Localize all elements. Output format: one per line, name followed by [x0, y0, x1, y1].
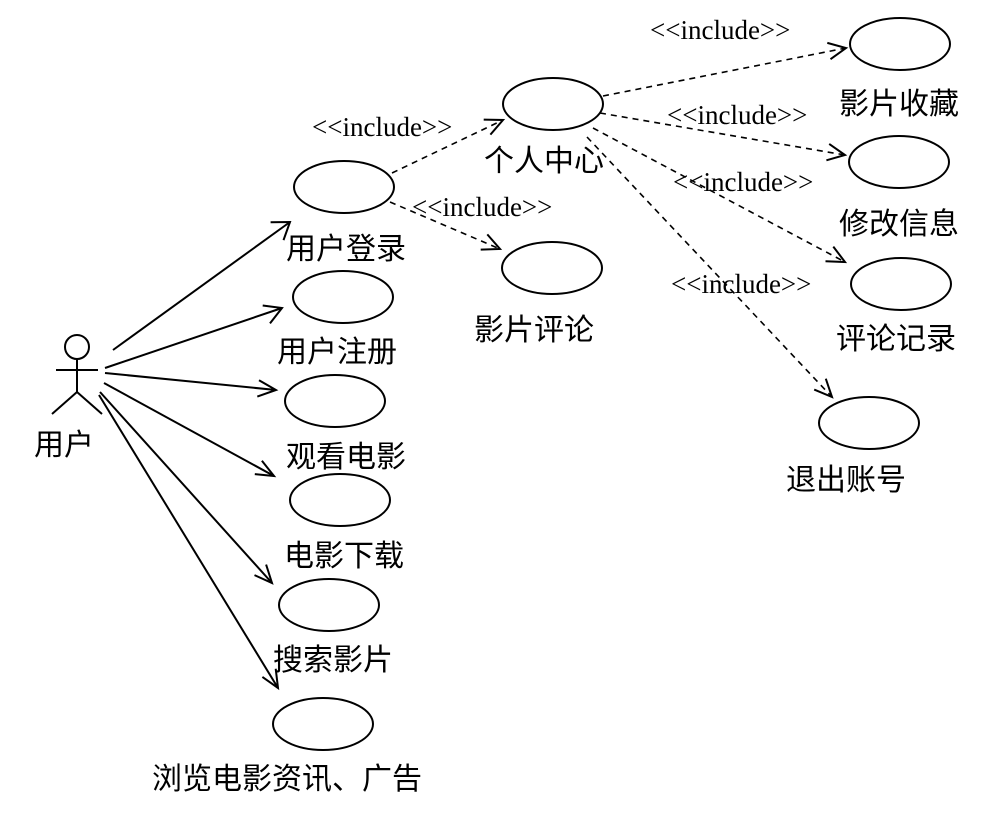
include-label: <<include>> [412, 192, 552, 222]
use-case-comment-history-label: 评论记录 [836, 322, 956, 357]
arrowhead-dep-edit-info [826, 143, 848, 162]
use-case-personal-center-label: 个人中心 [484, 144, 604, 179]
use-case-browse-label: 浏览电影资讯、广告 [152, 762, 422, 797]
include-label: <<include>> [673, 167, 813, 197]
use-case-register-shape[interactable] [292, 270, 394, 324]
dep-pc-logout [586, 136, 833, 398]
arrowhead-register [262, 304, 284, 325]
use-case-review-label: 影片评论 [474, 313, 594, 348]
use-case-search[interactable]: 搜索影片 [273, 578, 393, 678]
use-case-logout[interactable]: 退出账号 [786, 396, 920, 498]
stereotype-labels: <<include>> <<include>> <<include>> <<in… [312, 15, 813, 299]
use-case-personal-center-shape[interactable] [502, 77, 604, 131]
assoc-watch [104, 372, 277, 391]
use-case-watch-shape[interactable] [284, 374, 386, 428]
use-case-logout-label: 退出账号 [786, 463, 906, 498]
use-case-search-shape[interactable] [278, 578, 380, 632]
use-case-edit-info-shape[interactable] [848, 135, 950, 189]
use-case-register[interactable]: 用户注册 [277, 270, 397, 370]
use-case-edit-info[interactable]: 修改信息 [839, 135, 959, 242]
use-case-register-label: 用户注册 [277, 335, 397, 370]
use-case-comment-history[interactable]: 评论记录 [836, 257, 956, 357]
arrowhead-login [270, 220, 292, 241]
use-case-login-label: 用户登录 [286, 232, 406, 267]
actor-leg-right [76, 391, 103, 415]
assoc-login [112, 221, 291, 351]
arrowhead-browse [261, 668, 280, 691]
arrowhead-watch [256, 379, 279, 398]
use-case-review-shape[interactable] [501, 241, 603, 295]
use-case-search-label: 搜索影片 [273, 643, 393, 678]
arrowhead-dep-review [480, 233, 503, 251]
use-case-edit-info-label: 修改信息 [839, 207, 959, 242]
include-dependencies [389, 41, 849, 399]
use-case-browse-shape[interactable] [272, 697, 374, 751]
actor-head [64, 334, 90, 360]
assoc-search [99, 391, 273, 584]
use-case-logout-shape[interactable] [818, 396, 920, 450]
include-label: <<include>> [650, 15, 790, 45]
arrowhead-dep-comment-history [825, 245, 848, 264]
use-case-login-shape[interactable] [293, 160, 395, 214]
actor-leg-left [51, 391, 78, 415]
arrowhead-dep-favorites [827, 41, 849, 61]
use-case-comment-history-shape[interactable] [850, 257, 952, 311]
use-case-browse[interactable]: 浏览电影资讯、广告 [152, 697, 422, 797]
use-case-download[interactable]: 电影下载 [284, 473, 404, 574]
use-case-watch[interactable]: 观看电影 [284, 374, 406, 475]
arrowhead-search [254, 564, 274, 585]
assoc-browse [98, 394, 279, 689]
actor-user[interactable]: 用户 [34, 334, 103, 463]
dep-pc-favorites [602, 47, 847, 97]
include-label: <<include>> [671, 269, 811, 299]
assoc-register [104, 307, 283, 369]
dep-pc-edit-info [599, 112, 846, 156]
assoc-download [103, 382, 275, 477]
arrowhead-dep-personal-center [483, 118, 506, 136]
use-case-favorites-label: 影片收藏 [839, 87, 959, 122]
use-case-favorites-shape[interactable] [849, 17, 951, 71]
use-case-download-label: 电影下载 [284, 539, 404, 574]
dep-login-personal-center [391, 119, 504, 174]
arrowhead-download [254, 460, 277, 478]
use-case-personal-center[interactable]: 个人中心 [484, 77, 604, 179]
use-case-favorites[interactable]: 影片收藏 [839, 17, 959, 122]
dep-pc-comment-history [592, 127, 846, 263]
dep-login-review [389, 201, 501, 250]
use-case-review[interactable]: 影片评论 [474, 241, 603, 348]
use-case-download-shape[interactable] [289, 473, 391, 527]
include-label: <<include>> [667, 100, 807, 130]
associations [98, 220, 292, 691]
use-case-login[interactable]: 用户登录 [286, 160, 406, 267]
actor-label: 用户 [34, 428, 94, 463]
arrowhead-dep-logout [813, 378, 834, 399]
include-label: <<include>> [312, 112, 452, 142]
use-case-watch-label: 观看电影 [286, 440, 406, 475]
